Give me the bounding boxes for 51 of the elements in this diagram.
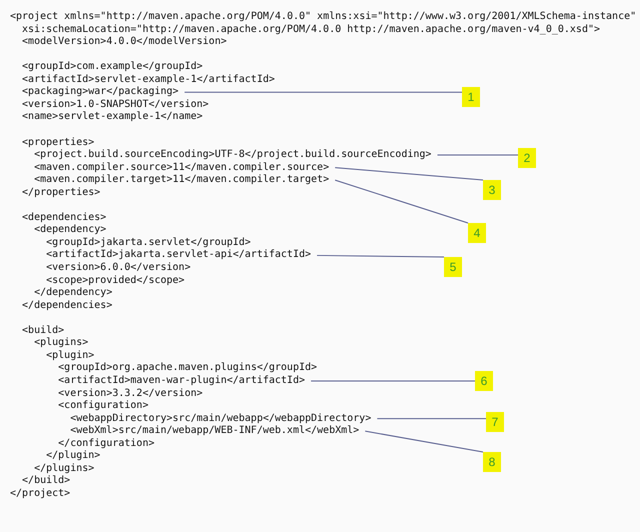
code-line: <project.build.sourceEncoding>UTF-8</project.build.sourceEncoding>	[34, 149, 432, 162]
code-line: <packaging>war</packaging>	[22, 86, 179, 98]
leader-line	[310, 380, 476, 382]
code-line: <scope>provided</scope>	[46, 274, 185, 287]
callout-number: 5	[444, 257, 462, 277]
callout-number: 1	[462, 87, 480, 107]
callout-number: 3	[483, 180, 501, 200]
code-line: <maven.compiler.source>11</maven.compiler.source>	[34, 162, 330, 174]
code-line: <webappDirectory>src/main/webapp</webappDirectory>	[70, 412, 372, 425]
code-line: <project xmlns="http://maven.apache.org/POM/4.0.0" xmlns:xsi="http://www.w3.org/2001/XMLSchema-instance"	[10, 11, 636, 23]
code-line: <artifactId>jakarta.servlet-api</artifactId>	[46, 249, 312, 262]
code-line: <plugin>	[46, 350, 94, 362]
code-line: <webXml>src/main/webapp/WEB-INF/web.xml</webXml>	[70, 425, 360, 438]
callout-number: 4	[468, 223, 486, 243]
code-line: <artifactId>maven-war-plugin</artifactId>	[58, 374, 305, 387]
code-line: </project>	[10, 488, 70, 500]
code-line: <name>servlet-example-1</name>	[22, 111, 203, 124]
leader-line	[334, 167, 484, 180]
code-line: <maven.compiler.target>11</maven.compiler.target>	[34, 174, 330, 186]
leader-line	[334, 180, 468, 224]
code-line: <version>3.3.2</version>	[58, 388, 203, 400]
leader-line	[316, 254, 444, 258]
code-line: <modelVersion>4.0.0</modelVersion>	[22, 36, 227, 48]
code-line: <version>1.0-SNAPSHOT</version>	[22, 98, 209, 111]
code-line: </plugin>	[46, 450, 100, 462]
code-line: <groupId>org.apache.maven.plugins</groupId>	[58, 362, 318, 374]
code-line: <properties>	[22, 136, 94, 148]
callout-number: 6	[475, 371, 493, 391]
code-line: <configuration>	[58, 400, 148, 412]
code-line: <build>	[22, 324, 64, 337]
code-line: <dependencies>	[22, 212, 106, 224]
code-line: <dependency>	[34, 224, 106, 236]
leader-line	[184, 92, 462, 93]
code-line: <groupId>jakarta.servlet</groupId>	[46, 236, 251, 249]
code-line: <groupId>com.example</groupId>	[22, 61, 203, 74]
leader-line	[376, 418, 486, 420]
code-line: </dependencies>	[22, 300, 112, 312]
code-line: <artifactId>servlet-example-1</artifactId>	[22, 74, 275, 86]
code-line: </dependency>	[34, 287, 112, 300]
code-line: </properties>	[22, 186, 100, 199]
code-line: </plugins>	[34, 462, 94, 475]
callout-number: 2	[518, 148, 536, 168]
code-line: </build>	[22, 475, 70, 488]
code-line: </configuration>	[58, 438, 154, 450]
leader-line	[364, 430, 484, 452]
code-line: xsi:schemaLocation="http://maven.apache.org/POM/4.0.0 http://maven.apache.org/maven-v4_0_0.xsd">	[22, 24, 600, 36]
callout-number: 8	[483, 452, 501, 472]
code-line: <version>6.0.0</version>	[46, 262, 191, 274]
code-line: <plugins>	[34, 337, 88, 350]
callout-number: 7	[486, 412, 504, 432]
leader-line	[436, 154, 518, 156]
